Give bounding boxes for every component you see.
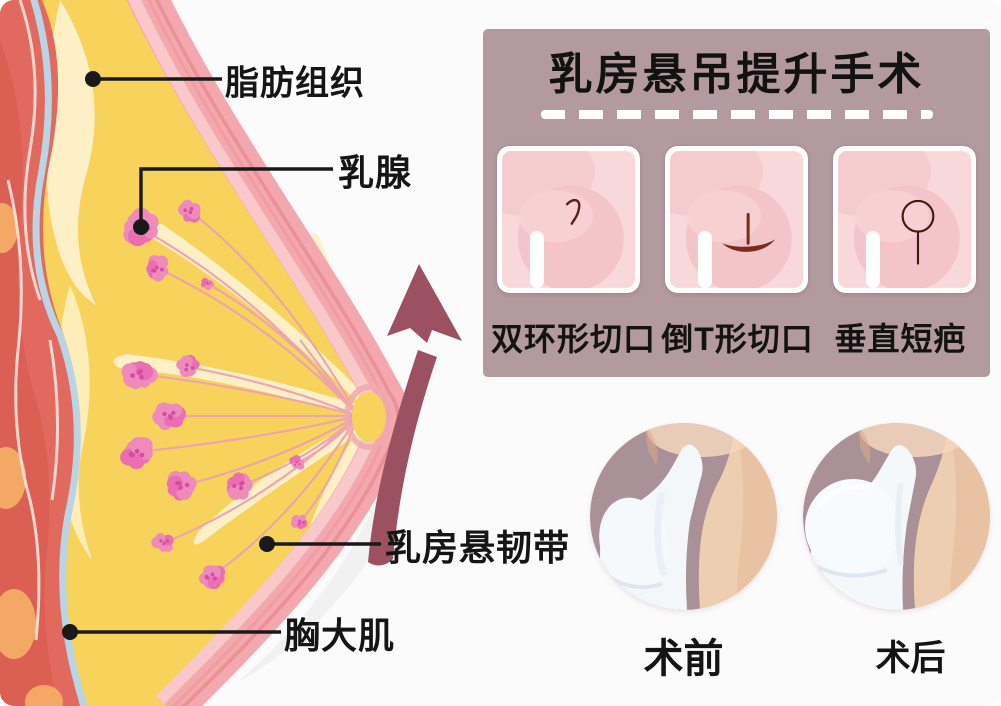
surgery-panel: 乳房悬吊提升手术 [483,29,990,377]
label-fat-tissue: 脂肪组织 [225,64,365,103]
inverted-T-incision-diagram [670,151,803,289]
lift-arrow-icon [368,264,462,566]
mammary-gland-clusters [120,199,308,590]
dashed-divider [540,110,933,120]
vertical-scar-incision-diagram [838,151,971,289]
callout-dots [62,71,275,640]
inverted-T-incision-mark [722,213,776,253]
incision-card-inverted-T [665,146,808,294]
label-suspensory-ligament: 乳房悬韧带 [385,527,571,568]
fat-tissue-region [0,0,390,706]
nipple-area [344,384,394,450]
double-ring-incision-mark [565,199,581,226]
double-ring-incision-diagram [502,151,635,289]
incision-label-inverted-T: 倒T形切口 [661,321,814,358]
incision-cards [483,146,990,294]
label-mammary-gland: 乳腺 [338,152,413,193]
before-label: 术前 [643,637,724,681]
incision-labels: 双环形切口 倒T形切口 垂直短疤 [483,314,990,360]
after-photo [803,423,990,610]
incision-card-vertical-scar [833,146,976,294]
callout-lines [70,77,381,634]
breast-anatomy-illustration [0,0,462,706]
panel-title: 乳房悬吊提升手术 [548,50,925,99]
vertical-scar-incision-mark [901,200,935,265]
incision-label-vertical-scar: 垂直短疤 [834,321,967,358]
incision-card-double-ring [497,146,640,294]
label-pectoralis-major: 胸大肌 [284,615,396,656]
fascia-line [30,0,88,706]
incision-label-double-ring: 双环形切口 [491,321,657,358]
pectoral-muscle-layer [0,0,88,706]
after-label: 术后 [875,639,946,678]
before-photo [590,423,777,610]
